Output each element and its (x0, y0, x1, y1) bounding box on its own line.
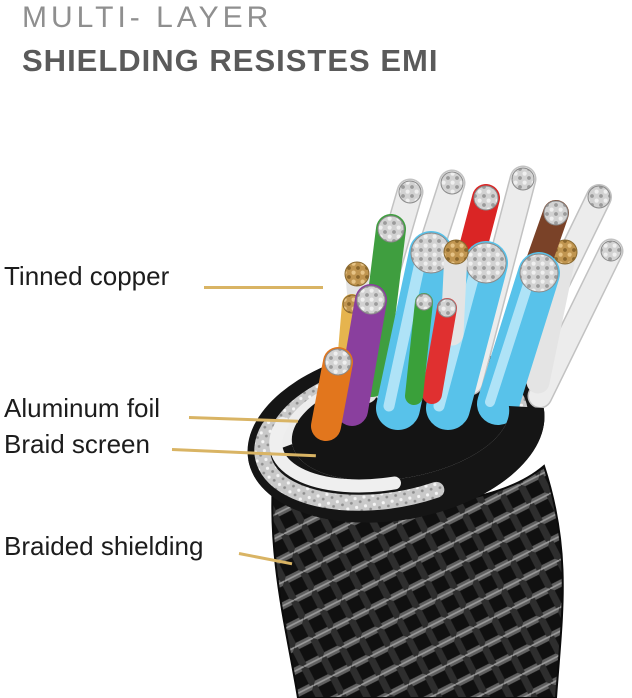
label-braid-screen: Braid screen (4, 429, 150, 459)
label-braided-shielding: Braided shielding (4, 531, 204, 561)
wire-orange (311, 347, 353, 441)
label-aluminum-foil: Aluminum foil (4, 393, 161, 423)
wire-blue-3 (477, 252, 560, 425)
label-tinned-copper: Tinned copper (4, 261, 170, 291)
title-line-1: MULTI- LAYER (22, 1, 273, 34)
aluminum-foil-band (269, 417, 401, 493)
inner-wires (311, 165, 624, 441)
wire-purple (336, 284, 387, 426)
wire-small-red (422, 298, 457, 404)
wire-small-green (405, 293, 433, 405)
braid-screen-band (254, 419, 445, 511)
cable-collar-front (248, 405, 545, 523)
tinned-copper-pointer-line (204, 286, 323, 289)
title-line-2: SHIELDING RESISTES EMI (22, 43, 439, 78)
